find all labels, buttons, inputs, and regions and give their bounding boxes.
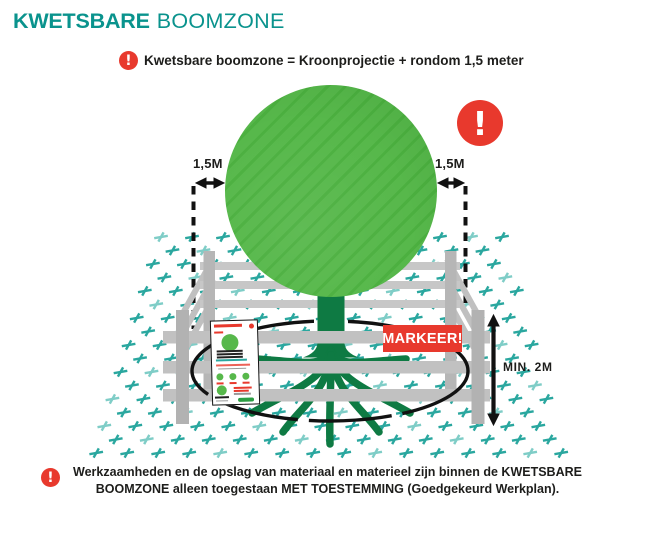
definition-callout: ! Kwetsbare boomzone = Kroonprojectie + … [119,51,524,70]
markeer-sign: MARKEER! [382,325,462,352]
tree-crown [225,85,437,297]
warning-icon: ! [119,51,138,70]
fence-height-arrow [487,313,500,427]
poster-mini-tree [242,372,250,380]
fence-height-label: MIN. 2M [503,360,553,374]
poster-text-line [216,363,251,367]
poster-fence-line [216,349,243,353]
warning-icon-large: ! [457,100,503,146]
poster-logo-bar [237,396,255,402]
poster-mini-mark [229,381,237,385]
warning-icon: ! [41,468,60,487]
poster-bottom-base [214,395,229,399]
footer-line-1: Werkzaamheden en de opslag van materiaal… [73,465,582,479]
poster-mini-mark [242,381,250,384]
poster-text-line [233,392,251,395]
poster-fence-line [216,352,243,356]
left-margin-arrow [194,177,226,189]
page-title-light: BOOMZONE [156,9,285,33]
footer-warning-text: Werkzaamheden en de opslag van materiaal… [0,464,655,497]
tree-trunk [303,286,359,358]
werkplan-poster [209,319,261,406]
poster-mini-tree [229,372,237,381]
poster-warning-dot [248,323,255,329]
poster-footer-line [216,399,229,402]
root-zone-ellipse [190,319,470,423]
right-margin-label: 1,5M [435,156,465,171]
poster-text-line [233,386,252,389]
poster-mini-tree [216,373,224,381]
poster-red-line [214,331,224,334]
poster-tree-icon [221,333,239,352]
left-margin-label: 1,5M [193,156,223,171]
poster-ground-line [215,358,247,362]
poster-fence-line [216,355,243,359]
page-title-bold: KWETSBARE [13,9,150,33]
poster-title-bar [213,323,243,328]
definition-text: Kwetsbare boomzone = Kroonprojectie + ro… [144,53,524,68]
poster-text-line [218,367,247,370]
poster-mini-mark [216,382,224,385]
right-margin-arrow [436,177,466,189]
footer-line-2: BOOMZONE alleen toegestaan MET TOESTEMMI… [95,481,560,496]
poster-bottom-tree [216,385,227,396]
poster-text-line [233,389,249,392]
